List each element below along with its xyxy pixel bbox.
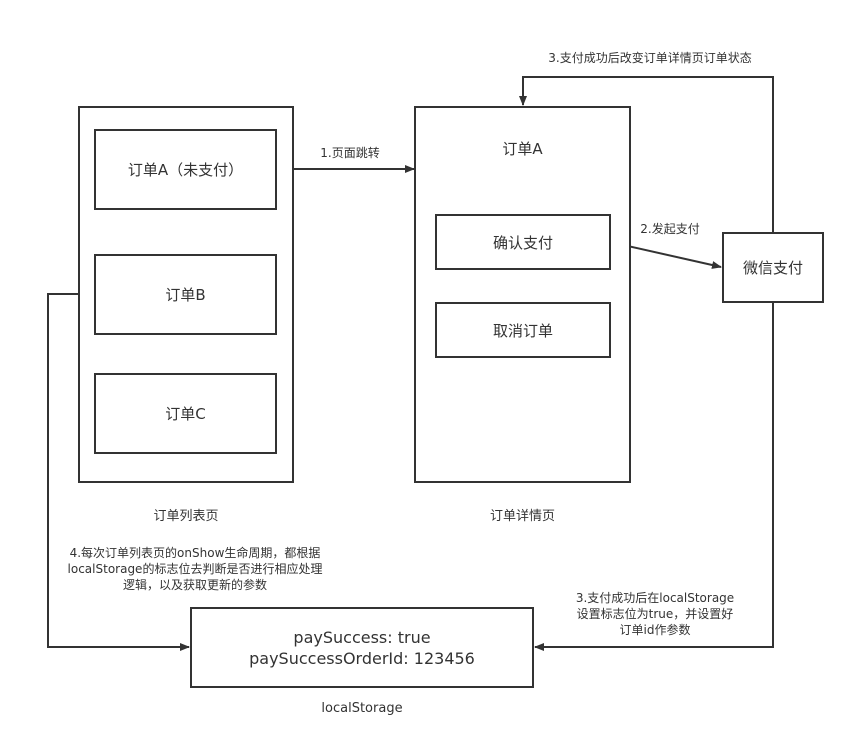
edge-label-step2: 2.发起支付 bbox=[640, 222, 700, 236]
arrow-step3-top bbox=[519, 76, 774, 233]
confirm-pay-label: 确认支付 bbox=[492, 233, 553, 252]
cancel-order-button[interactable]: 取消订单 bbox=[435, 302, 611, 358]
edge-label-step1: 1.页面跳转 bbox=[320, 146, 380, 160]
wechat-pay-label: 微信支付 bbox=[742, 259, 803, 277]
order-detail-page bbox=[414, 106, 631, 483]
storage-line-order-id: paySuccessOrderId: 123456 bbox=[249, 648, 475, 668]
order-item-c[interactable]: 订单C bbox=[94, 373, 277, 454]
order-item-a[interactable]: 订单A（未支付） bbox=[94, 129, 277, 210]
order-item-a-label: 订单A（未支付） bbox=[127, 161, 244, 179]
storage-line-pay-success: paySuccess: true bbox=[293, 627, 431, 647]
local-storage-box: paySuccess: true paySuccessOrderId: 1234… bbox=[190, 607, 534, 688]
edge-label-step3-bottom: 3.支付成功后在localStorage 设置标志位为true，并设置好 订单i… bbox=[575, 591, 735, 637]
arrow-step3-bottom bbox=[534, 302, 774, 651]
edge-label-step4: 4.每次订单列表页的onShow生命周期，都根据 localStorage的标志… bbox=[67, 546, 323, 592]
local-storage-caption: localStorage bbox=[321, 701, 403, 716]
order-item-b-label: 订单B bbox=[165, 286, 206, 304]
cancel-order-label: 取消订单 bbox=[492, 321, 553, 340]
wechat-pay-box: 微信支付 bbox=[722, 232, 824, 303]
confirm-pay-button[interactable]: 确认支付 bbox=[435, 214, 611, 270]
order-list-page-caption: 订单列表页 bbox=[153, 509, 219, 524]
order-item-b[interactable]: 订单B bbox=[94, 254, 277, 335]
order-detail-title: 订单A bbox=[502, 139, 543, 158]
edge-label-step3-top: 3.支付成功后改变订单详情页订单状态 bbox=[548, 51, 752, 65]
arrow-step4 bbox=[47, 293, 190, 651]
order-item-c-label: 订单C bbox=[165, 405, 206, 423]
order-detail-page-caption: 订单详情页 bbox=[489, 509, 555, 524]
